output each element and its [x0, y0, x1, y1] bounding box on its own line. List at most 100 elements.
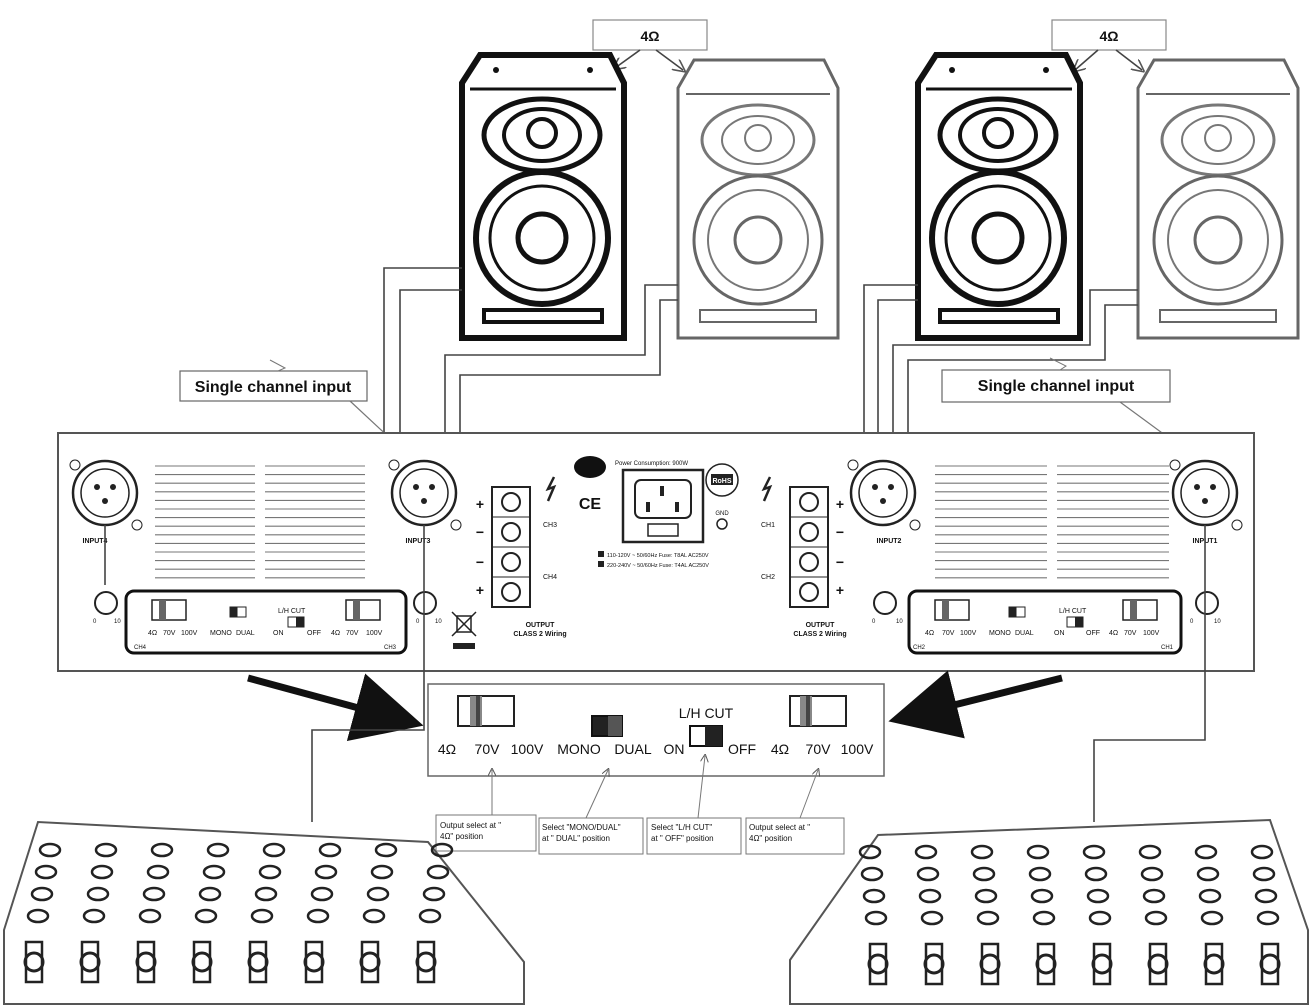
- ground-screw-icon: [716, 518, 728, 530]
- power-inlet-area: Power Consumption: 900W RoHS CE GND 110-…: [451, 456, 739, 649]
- note-text: 4Ω" position: [440, 832, 483, 841]
- gain-knob-ch3[interactable]: 0 10: [413, 591, 442, 625]
- mixer-knob: [858, 844, 882, 860]
- mixer-knob: [1250, 844, 1274, 860]
- zoom-impedance-switch-right[interactable]: [789, 695, 847, 727]
- off-label: OFF: [307, 630, 321, 637]
- mixer-knob: [1254, 888, 1278, 904]
- mixer-fader-knob: [247, 951, 269, 973]
- gain-min: 0: [93, 619, 97, 625]
- iec-power-inlet[interactable]: [621, 468, 705, 544]
- mixer-knob: [864, 910, 888, 926]
- opt-70v: 70V: [163, 630, 176, 637]
- zoom-mono-label: MONO: [557, 741, 601, 757]
- callout-single-channel-right: Single channel input: [941, 357, 1192, 455]
- gain-knob-ch4[interactable]: 0 10: [93, 591, 121, 625]
- zoom-opt-70v-left: 70V: [475, 741, 501, 757]
- mixer-knob: [362, 908, 386, 924]
- impedance-label-left: 4Ω: [592, 19, 708, 70]
- speaker-1: [459, 52, 627, 341]
- input-label-3: INPUT3: [406, 538, 431, 545]
- callout-text-right: Single channel input: [978, 378, 1135, 395]
- mixer-knob: [430, 842, 454, 858]
- mixer-knob: [82, 908, 106, 924]
- amplifier-rear-panel: INPUT4 INPUT3 INPUT2 INPUT1: [57, 432, 1255, 672]
- mixer-knob: [194, 908, 218, 924]
- gain-min: 0: [1190, 619, 1194, 625]
- gain-knob-ch1[interactable]: 0 10: [1190, 591, 1221, 625]
- mixer-knob: [1032, 910, 1056, 926]
- xlr-input-3[interactable]: INPUT3: [388, 459, 462, 545]
- mixer-knob: [314, 864, 338, 880]
- mixer-knob: [1256, 910, 1280, 926]
- mixer-knob: [38, 842, 62, 858]
- impedance-switch[interactable]: [151, 599, 187, 621]
- zoom-mono-dual-switch[interactable]: [591, 715, 623, 737]
- mixer-knob: [1028, 866, 1052, 882]
- mixer-knob: [198, 886, 222, 902]
- ch4-label: CH4: [134, 645, 147, 651]
- zoom-opt-100v-left: 100V: [511, 741, 544, 757]
- mixer-fader-knob: [135, 951, 157, 973]
- plus-sign: +: [836, 496, 844, 512]
- mixer-fader-knob: [303, 951, 325, 973]
- mixer-knob: [918, 888, 942, 904]
- xlr-input-4[interactable]: INPUT4: [69, 459, 143, 545]
- note-lhcut: Select "L/H CUT" at " OFF" position: [646, 817, 742, 855]
- output-label-right-1: OUTPUT: [806, 622, 836, 629]
- speaker-4: [1136, 58, 1300, 340]
- mixer-knob: [914, 844, 938, 860]
- zoom-dual-label: DUAL: [614, 741, 652, 757]
- black-dot-icon: [574, 456, 606, 478]
- switch-group-left: 4Ω 70V 100V MONO DUAL L/H CUT ON OFF 4Ω …: [124, 589, 408, 655]
- mixer-knob: [976, 910, 1000, 926]
- mixer-knob: [318, 842, 342, 858]
- mixer-knob: [426, 864, 450, 880]
- mixer-knob: [374, 842, 398, 858]
- speaker-terminals-right[interactable]: + − − + CH1 CH2 OUTPUT CLASS 2 Wiring: [761, 476, 847, 638]
- mixer-knob: [86, 886, 110, 902]
- mixer-fader-knob: [191, 951, 213, 973]
- zoom-impedance-switch-left[interactable]: [457, 695, 515, 727]
- impedance-label-right: 4Ω: [1051, 19, 1167, 70]
- speaker-terminals-left[interactable]: + − − + CH3 CH4 OUTPUT CLASS 2 Wiring: [476, 476, 567, 638]
- minus-sign: −: [476, 524, 484, 540]
- gain-knob-ch2[interactable]: 0 10: [872, 591, 903, 625]
- minus-sign: −: [476, 554, 484, 570]
- gain-max: 10: [435, 619, 442, 625]
- lhcut-label: L/H CUT: [1059, 608, 1087, 615]
- note-output-select-right: Output select at " 4Ω" position: [745, 817, 845, 855]
- mixer-fader-knob: [979, 953, 1001, 975]
- mixer-knob: [920, 910, 944, 926]
- mixer-knob: [1198, 888, 1222, 904]
- note-boxes: Output select at " 4Ω" position Select "…: [435, 814, 845, 855]
- switch-group-right: 4Ω 70V 100V MONO DUAL L/H CUT ON OFF 4Ω …: [907, 589, 1183, 655]
- mixer-knob: [254, 886, 278, 902]
- mixer-knob: [970, 844, 994, 860]
- mixer-knob: [1084, 866, 1108, 882]
- mono-label: MONO: [210, 630, 232, 637]
- impedance-switch[interactable]: [934, 599, 970, 621]
- xlr-input-2[interactable]: INPUT2: [847, 459, 921, 545]
- impedance-switch[interactable]: [1122, 599, 1158, 621]
- note-output-select-left: Output select at " 4Ω" position: [435, 814, 537, 852]
- gain-min: 0: [416, 619, 420, 625]
- zoom-arrows: [247, 670, 1063, 742]
- vent-grille-left: [155, 465, 365, 579]
- mixer-knob: [1030, 888, 1054, 904]
- on-label: ON: [273, 630, 284, 637]
- fuse-line-1: 110-120V ~ 50/60Hz Fuse: T8AL AC250V: [607, 553, 709, 559]
- zoom-lhcut-switch[interactable]: [689, 725, 723, 747]
- mixer-knob: [1140, 866, 1164, 882]
- opt-100v: 100V: [960, 630, 977, 637]
- zoom-off-label: OFF: [728, 741, 756, 757]
- mixer-fader-knob: [359, 951, 381, 973]
- ch1-label: CH1: [1161, 645, 1174, 651]
- output-label-right-2: CLASS 2 Wiring: [793, 631, 846, 638]
- zoom-on-label: ON: [664, 741, 685, 757]
- mixer-right: [789, 818, 1309, 1005]
- mixer-knob: [90, 864, 114, 880]
- mixer-knob: [138, 908, 162, 924]
- fuse-line-2: 220-240V ~ 50/60Hz Fuse: T4AL AC250V: [607, 563, 709, 569]
- impedance-switch[interactable]: [345, 599, 381, 621]
